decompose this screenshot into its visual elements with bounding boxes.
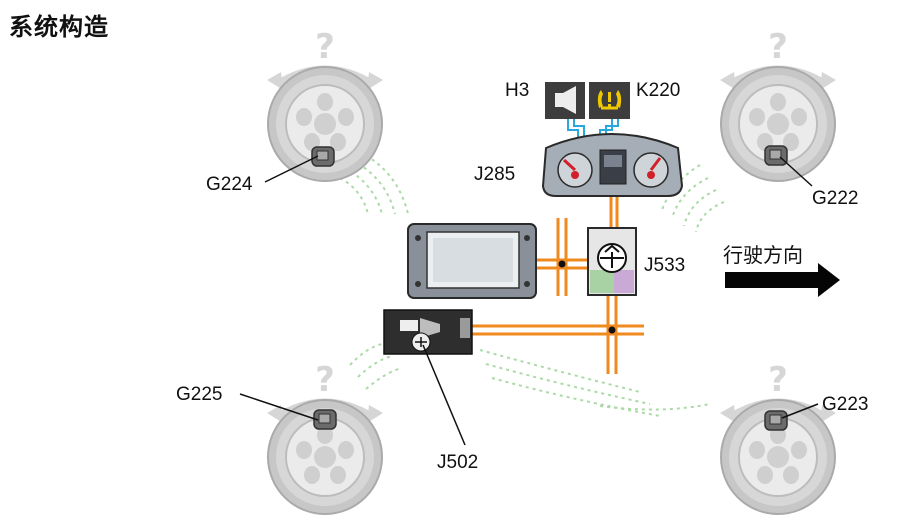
label-g225: G225	[176, 384, 222, 405]
label-h3: H3	[505, 80, 529, 101]
buzzer-h3	[545, 82, 585, 119]
label-j285: J285	[474, 164, 515, 185]
radio-head-unit	[407, 223, 537, 299]
wheel-rear-right	[720, 360, 836, 515]
label-g222: G222	[812, 188, 858, 209]
wireless-signal-rl	[349, 343, 403, 390]
sensor-g223	[764, 410, 788, 431]
leader-lines	[239, 155, 819, 446]
can-bus-wiring	[470, 194, 644, 374]
gateway-j533	[587, 227, 637, 296]
wheel-rear-left	[267, 360, 383, 515]
driving-direction-label: 行驶方向	[723, 243, 803, 267]
sensor-g222	[764, 145, 788, 166]
label-k220: K220	[636, 80, 680, 101]
label-g224: G224	[206, 174, 253, 195]
wireless-signal-rr	[479, 349, 711, 417]
label-g223: G223	[822, 394, 868, 415]
bus-junctions	[558, 260, 616, 334]
label-j502: J502	[437, 452, 478, 473]
control-unit-j502	[383, 309, 473, 355]
label-j533: J533	[644, 255, 685, 276]
driving-direction-arrow	[725, 263, 840, 297]
diagram-title: 系统构造	[9, 13, 109, 41]
instrument-cluster-j285	[541, 133, 684, 197]
warning-lamp-k220	[589, 82, 630, 119]
